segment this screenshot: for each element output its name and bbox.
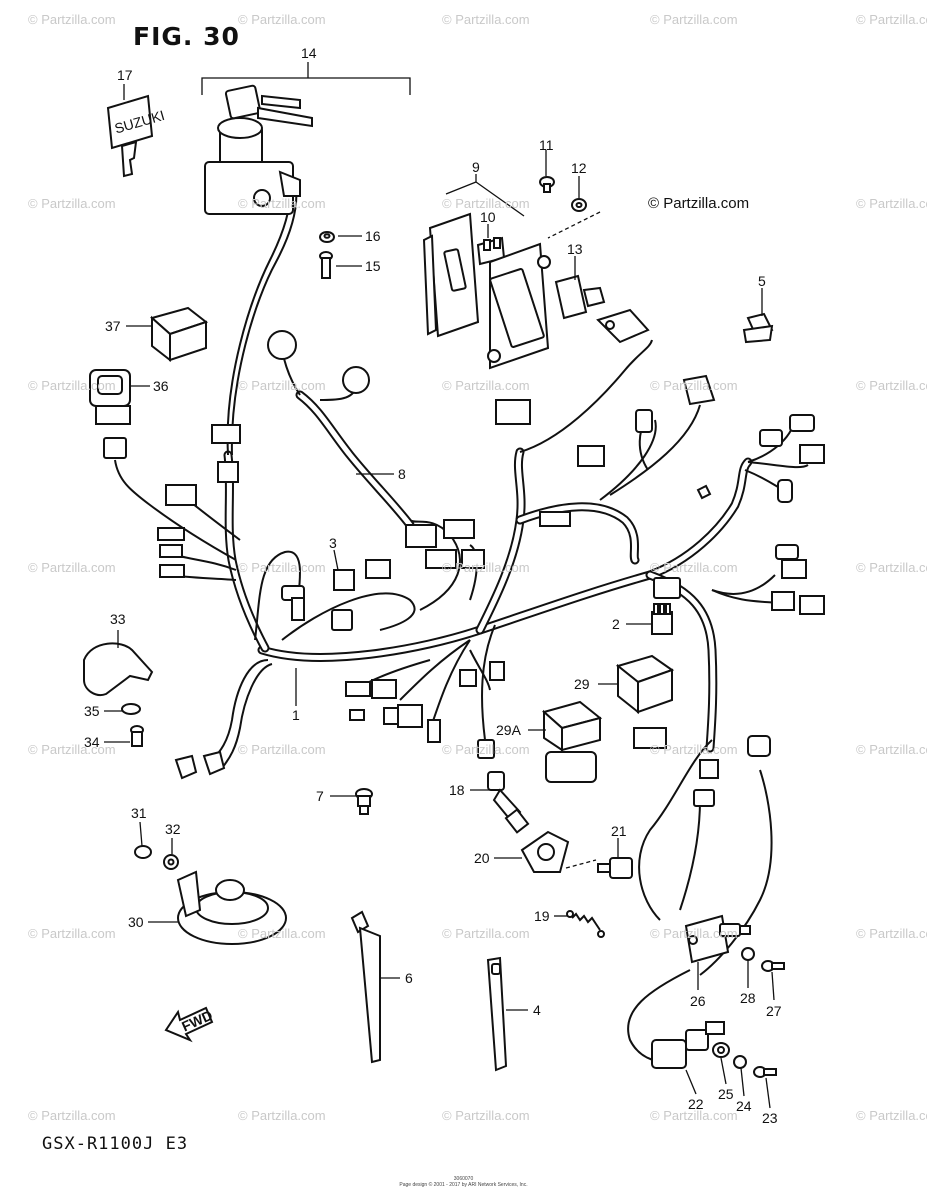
forward-arrow: FWD: [164, 1006, 215, 1043]
callout-24: 24: [736, 1098, 752, 1114]
bolt-21: [597, 857, 633, 879]
bracket-9: [445, 181, 525, 217]
callout-30: 30: [128, 914, 144, 930]
callout-22: 22: [688, 1096, 704, 1112]
callout-31: 31: [131, 805, 147, 821]
callout-leaders: [104, 62, 775, 1109]
ignition-key: SUZUKI: [106, 94, 166, 178]
clip-7: [355, 788, 373, 815]
bracket-14: [201, 77, 411, 95]
washer-16: [319, 231, 335, 243]
harness-connectors: [103, 330, 825, 807]
callout-27: 27: [766, 1003, 782, 1019]
callout-37: 37: [105, 318, 121, 334]
callout-17: 17: [117, 67, 133, 83]
copyright-label: © Partzilla.com: [648, 195, 750, 212]
switch-26: [684, 914, 751, 964]
horn-30: [176, 870, 287, 945]
callout-34: 34: [84, 734, 100, 750]
callout-7: 7: [316, 788, 324, 804]
callout-35: 35: [84, 703, 100, 719]
callout-20: 20: [474, 850, 490, 866]
callout-29: 29: [574, 676, 590, 692]
callout-36: 36: [153, 378, 169, 394]
screw-34: [130, 725, 144, 747]
cable-tie-4: [486, 956, 508, 1072]
model-code: GSX-R1100J E3: [42, 1134, 189, 1154]
screw-27: [761, 960, 785, 972]
bracket-20: [520, 830, 570, 873]
dashed-leader-12: [547, 211, 601, 239]
spring-19: [566, 910, 605, 938]
terminal-2: [651, 603, 673, 635]
callout-9: 9: [472, 159, 480, 175]
callout-5: 5: [758, 273, 766, 289]
callout-23: 23: [762, 1110, 778, 1126]
switch-36: [89, 369, 131, 425]
footer-fine-print: Page design © 2001 - 2017 by ARI Network…: [399, 1182, 528, 1188]
cdi-unit: [422, 212, 480, 338]
callout-28: 28: [740, 990, 756, 1006]
callout-2: 2: [612, 616, 620, 632]
fwd-label: FWD: [179, 1007, 215, 1035]
switch-13: [554, 274, 650, 344]
callout-10: 10: [480, 209, 496, 225]
clamp-5: [742, 312, 774, 344]
callout-12: 12: [571, 160, 587, 176]
washer-32: [163, 854, 179, 870]
callout-16: 16: [365, 228, 381, 244]
callout-25: 25: [718, 1086, 734, 1102]
ignition-switch-assy: [204, 84, 313, 215]
washer-25: [712, 1042, 730, 1058]
callout-32: 32: [165, 821, 181, 837]
relay-29a: [541, 700, 603, 783]
callout-15: 15: [365, 258, 381, 274]
callout-19: 19: [534, 908, 550, 924]
washer-28: [741, 947, 755, 961]
screw-15: [319, 251, 333, 279]
callout-21: 21: [611, 823, 627, 839]
bolt-31: [134, 845, 152, 859]
washer-24: [733, 1055, 747, 1069]
clamp-33: [83, 642, 154, 696]
screw-23: [753, 1066, 777, 1078]
callout-8: 8: [398, 466, 406, 482]
callout-3: 3: [329, 535, 337, 551]
callout-29a: 29A: [496, 722, 522, 738]
page-code: 3060070: [453, 1176, 474, 1182]
cable-tie-6: [350, 910, 381, 1064]
callout-13: 13: [567, 241, 583, 257]
callout-6: 6: [405, 970, 413, 986]
relay-29: [615, 654, 675, 715]
callout-26: 26: [690, 993, 706, 1009]
bolt-11: [539, 176, 555, 193]
callout-4: 4: [533, 1002, 541, 1018]
callout-33: 33: [110, 611, 126, 627]
relay-37: [149, 306, 209, 363]
callout-11: 11: [539, 137, 554, 153]
callout-14: 14: [301, 45, 317, 61]
callout-1: 1: [292, 707, 300, 723]
switch-22: [651, 1021, 725, 1069]
washer-35: [121, 703, 141, 715]
dashed-leader-20: [565, 859, 597, 869]
washer-12: [571, 198, 587, 212]
sensor-18: [487, 771, 530, 834]
callout-18: 18: [449, 782, 465, 798]
figure-title: FIG. 30: [133, 22, 240, 51]
cdi-bracket: [487, 242, 551, 370]
callout-numbers: 14 17 11 12 9 10 13 5 16 15 37 36 8 3 2 …: [84, 45, 782, 1126]
